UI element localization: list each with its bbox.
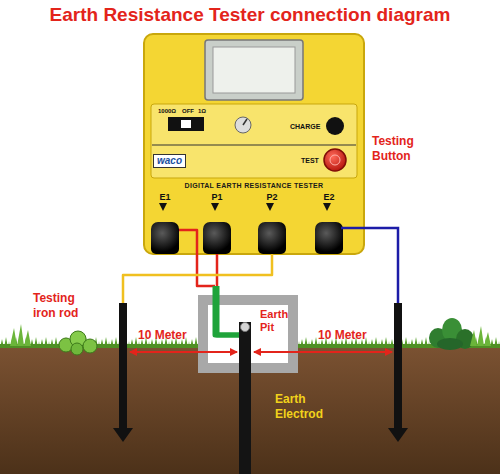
- terminal-arrow: [323, 203, 331, 211]
- bush-leaf: [429, 328, 447, 348]
- left-bush: [59, 331, 97, 355]
- tester-body: DIGITAL EARTH RESISTANCE TESTERE1P1P2E2: [143, 33, 365, 255]
- wire: [123, 254, 272, 303]
- bush-leaf: [456, 329, 474, 349]
- right-bush: [429, 318, 474, 350]
- display-frame: [205, 40, 303, 100]
- dimension-label: 10 Meter: [318, 328, 367, 343]
- rod-tip: [388, 428, 408, 442]
- electrode-label: Earth Electrod: [275, 392, 335, 422]
- wire: [217, 254, 239, 335]
- test-button: [324, 149, 346, 171]
- wire-segment: [217, 286, 239, 335]
- electrode-clamp: [240, 322, 250, 332]
- testing-rod: [394, 303, 402, 430]
- dimension-arrow: [130, 351, 237, 353]
- terminal-arrow: [211, 203, 219, 211]
- terminal: P1: [203, 222, 231, 254]
- wire-segment: [216, 254, 219, 286]
- charge-indicator: [326, 117, 344, 135]
- terminal: P2: [258, 222, 286, 254]
- bush-leaf: [59, 338, 73, 352]
- bush-leaf: [70, 331, 86, 347]
- grass-blades: [470, 326, 491, 346]
- switch-slider: [181, 120, 191, 128]
- wire-segment: [123, 254, 272, 303]
- terminal: E2: [315, 222, 343, 254]
- terminal-name: P2: [250, 192, 294, 203]
- dial: [235, 117, 251, 133]
- testing-rod: Testing iron rod: [119, 303, 127, 430]
- rod-label: Testing iron rod: [33, 291, 95, 321]
- dimension-arrow: [254, 351, 392, 353]
- panel-divider: [152, 145, 356, 146]
- dial-pointer: [243, 119, 247, 125]
- blue-wire: [341, 228, 398, 303]
- terminal-name: E2: [307, 192, 351, 203]
- pit-label: Earth Pit: [260, 308, 296, 334]
- terminal-arrow: [266, 203, 274, 211]
- control-panel: [151, 104, 357, 178]
- terminal-name: E1: [143, 192, 187, 203]
- bush-leaf: [437, 338, 463, 350]
- terminal-arrow: [159, 203, 167, 211]
- device-name: DIGITAL EARTH RESISTANCE TESTER: [145, 181, 363, 190]
- dimension-label: 10 Meter: [138, 328, 187, 343]
- wire-segment: [215, 286, 239, 335]
- bush-leaf: [442, 318, 462, 342]
- wire-segment: [179, 230, 215, 286]
- diagram-title: Earth Resistance Tester connection diagr…: [0, 3, 500, 27]
- lcd-screen: [213, 47, 295, 93]
- rod-tip: [113, 428, 133, 442]
- grass-blades: [10, 324, 31, 346]
- earth-electrode: Earth Electrod: [239, 322, 251, 474]
- wire: [179, 230, 239, 335]
- bush-leaf: [71, 343, 83, 355]
- terminal-name: P1: [195, 192, 239, 203]
- range-switch: [168, 117, 204, 131]
- test-button-ring: [330, 155, 340, 165]
- bush-leaf: [83, 339, 97, 353]
- callout-label: Testing Button: [372, 134, 444, 164]
- terminal: E1: [151, 222, 179, 254]
